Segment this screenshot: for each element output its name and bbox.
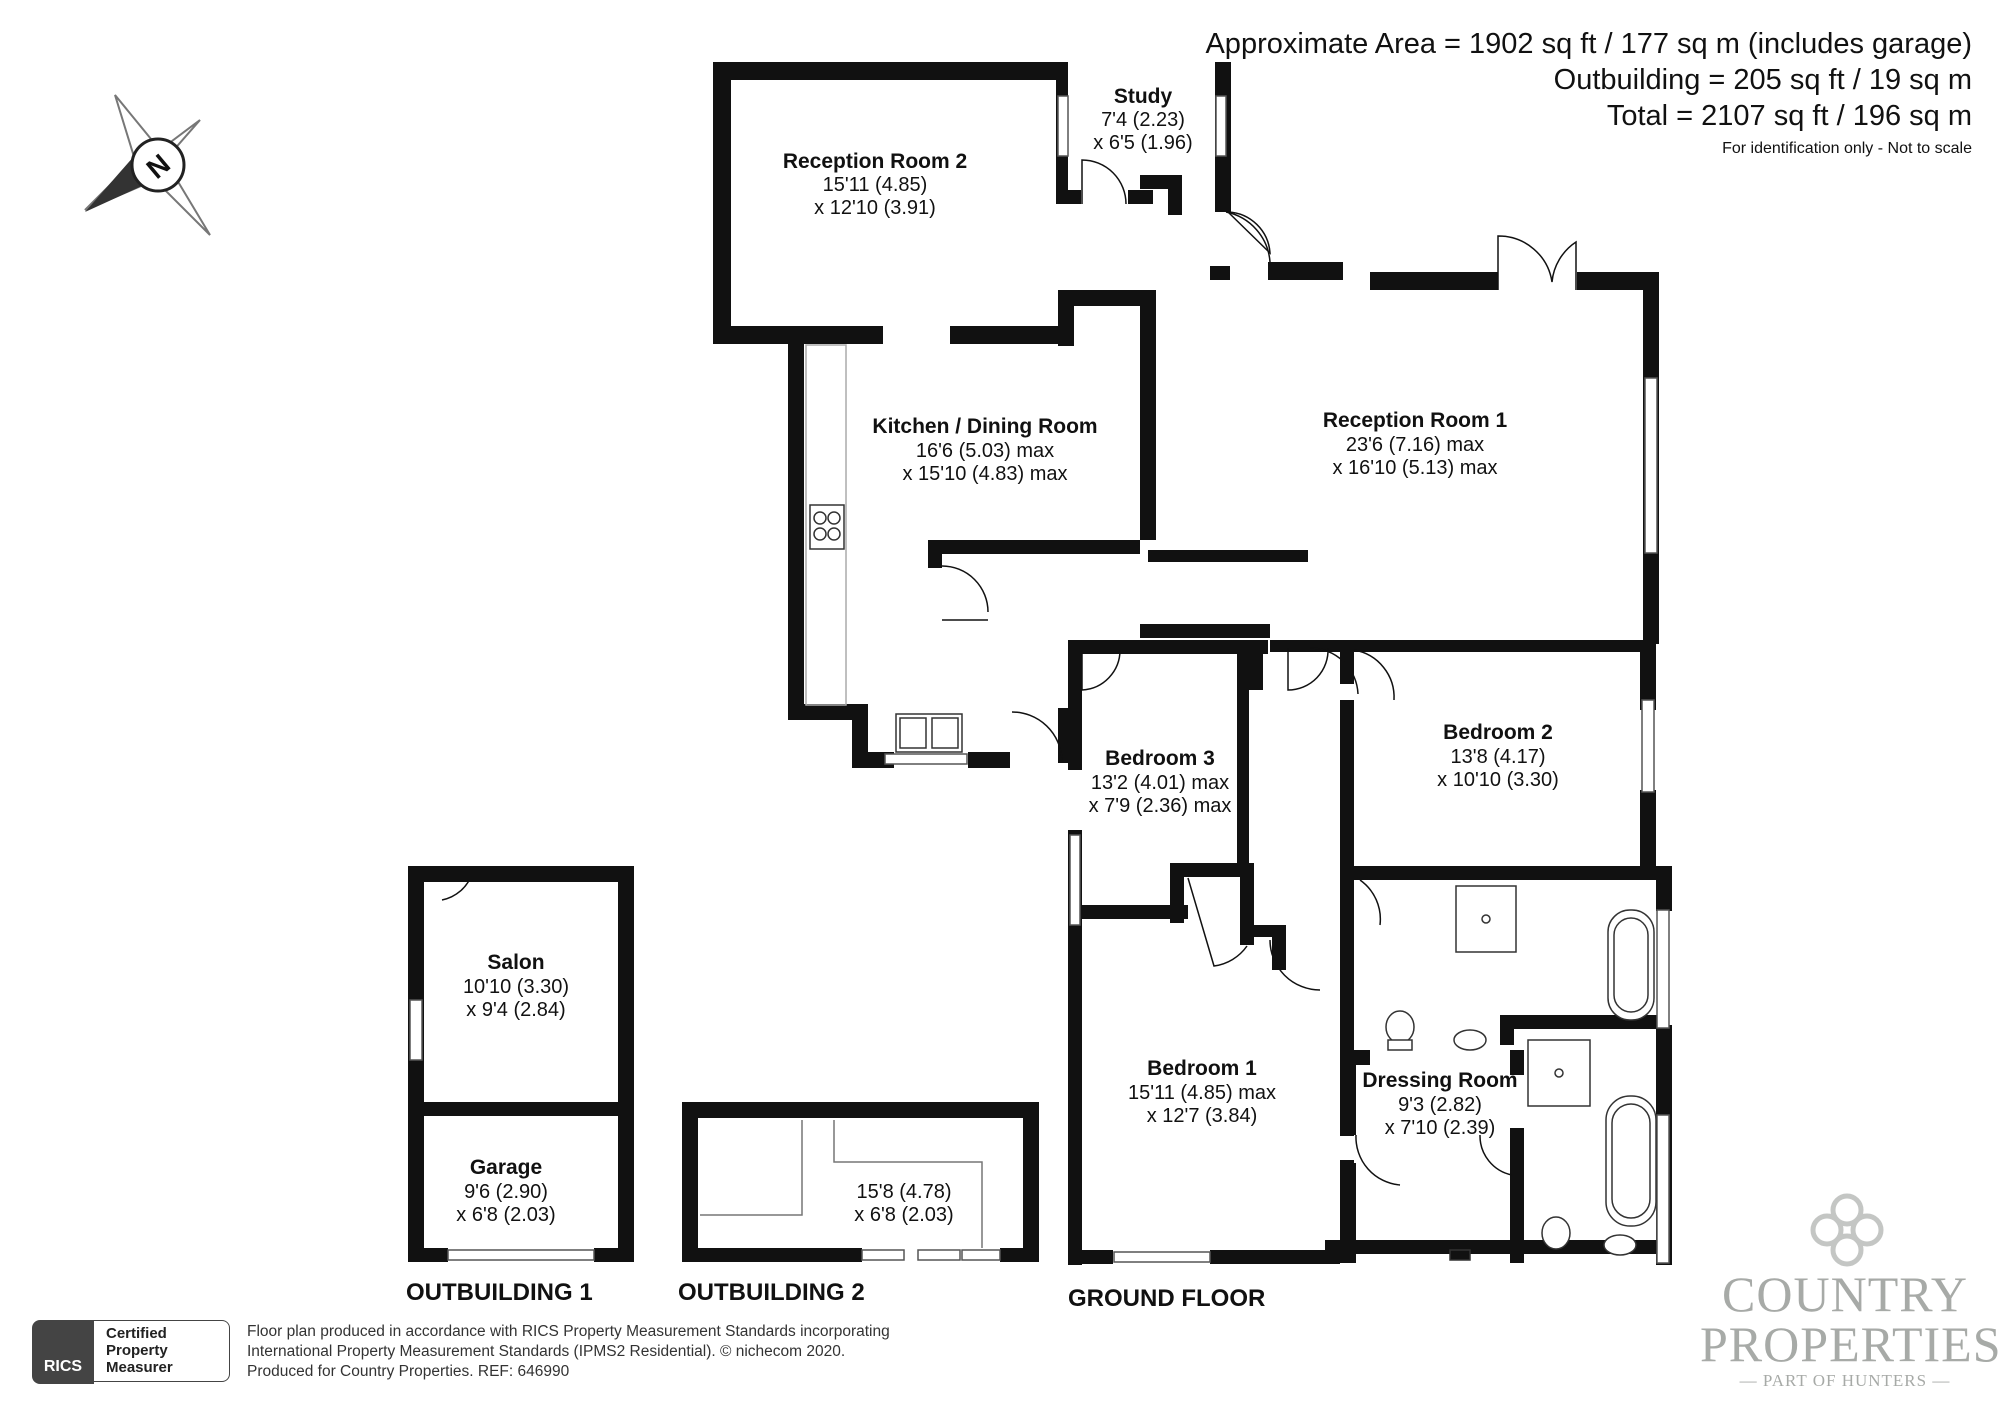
brand-line1: COUNTRY bbox=[1722, 1266, 1968, 1322]
shower-icon bbox=[1455, 885, 1517, 953]
rics-line2: Property bbox=[106, 1342, 168, 1359]
room-dim1-study: 7'4 (2.23) bbox=[1101, 109, 1185, 131]
room-name-garage: Garage bbox=[470, 1156, 542, 1179]
hob-icon bbox=[809, 504, 845, 550]
brand-emblem-icon bbox=[1810, 1193, 1884, 1267]
room-dim2-bedroom2: x 10'10 (3.30) bbox=[1437, 769, 1559, 791]
room-dim1-outbuilding2: 15'8 (4.78) bbox=[857, 1181, 952, 1203]
brand-line3: — PART OF HUNTERS — bbox=[1739, 1371, 1951, 1390]
room-dim2-bedroom3: x 7'9 (2.36) max bbox=[1089, 795, 1232, 817]
outbuilding2-label: OUTBUILDING 2 bbox=[678, 1279, 865, 1306]
room-dim1-reception1: 23'6 (7.16) max bbox=[1346, 434, 1484, 456]
footer-note: Floor plan produced in accordance with R… bbox=[247, 1322, 890, 1382]
doors bbox=[441, 159, 1577, 1186]
room-name-salon: Salon bbox=[487, 951, 544, 974]
room-name-bedroom2: Bedroom 2 bbox=[1443, 721, 1553, 744]
rics-text: Certified Property Measurer bbox=[94, 1320, 230, 1382]
rics-line1: Certified bbox=[106, 1325, 167, 1342]
toilet-icon-2 bbox=[1541, 1216, 1571, 1250]
rics-certified-badge: RICS Certified Property Measurer bbox=[32, 1320, 232, 1384]
basin-icon-1 bbox=[1453, 1029, 1487, 1051]
windows bbox=[884, 95, 1670, 1264]
room-dim1-dressing: 9'3 (2.82) bbox=[1398, 1094, 1482, 1116]
room-name-kitchen: Kitchen / Dining Room bbox=[872, 415, 1097, 438]
footer-line1: Floor plan produced in accordance with R… bbox=[247, 1323, 890, 1340]
brand-logo: COUNTRY PROPERTIES — PART OF HUNTERS — bbox=[1700, 1185, 2000, 1395]
basin-icon-2 bbox=[1603, 1234, 1637, 1256]
outbuilding1-label: OUTBUILDING 1 bbox=[406, 1279, 593, 1306]
room-dim1-bedroom2: 13'8 (4.17) bbox=[1451, 746, 1546, 768]
fixtures bbox=[805, 344, 1657, 1261]
total-area-text: Total = 2107 sq ft / 196 sq m bbox=[1606, 100, 1972, 132]
room-name-bedroom1: Bedroom 1 bbox=[1147, 1057, 1257, 1080]
scale-disclaimer: For identification only - Not to scale bbox=[1722, 140, 1972, 157]
brand-line2: PROPERTIES bbox=[1700, 1316, 2000, 1372]
rics-logo-label: RICS bbox=[43, 1358, 83, 1375]
rics-line3: Measurer bbox=[106, 1359, 173, 1376]
room-dim2-kitchen: x 15'10 (4.83) max bbox=[902, 463, 1067, 485]
toilet-icon-1 bbox=[1385, 1010, 1415, 1044]
salon-window bbox=[409, 999, 423, 1061]
room-dim2-reception2: x 12'10 (3.91) bbox=[814, 197, 936, 219]
outbuilding2-walls bbox=[682, 1102, 1039, 1262]
room-name-reception2: Reception Room 2 bbox=[783, 150, 967, 173]
approximate-area-text: Approximate Area = 1902 sq ft / 177 sq m… bbox=[1205, 28, 1972, 60]
ground-floor-label: GROUND FLOOR bbox=[1068, 1285, 1265, 1312]
room-dim1-bedroom1: 15'11 (4.85) max bbox=[1128, 1082, 1276, 1104]
room-name-reception1: Reception Room 1 bbox=[1323, 409, 1508, 432]
room-name-bedroom3: Bedroom 3 bbox=[1105, 747, 1215, 770]
rics-logo-icon: RICS bbox=[32, 1320, 94, 1384]
compass-icon: N bbox=[84, 94, 211, 236]
footer-line2: International Property Measurement Stand… bbox=[247, 1343, 846, 1360]
room-dim1-reception2: 15'11 (4.85) bbox=[823, 174, 928, 196]
outbuilding1-walls bbox=[408, 866, 634, 1262]
room-dim1-kitchen: 16'6 (5.03) max bbox=[916, 440, 1054, 462]
room-dim2-study: x 6'5 (1.96) bbox=[1093, 132, 1192, 154]
garage-door bbox=[447, 1249, 595, 1261]
room-dim2-bedroom1: x 12'7 (3.84) bbox=[1147, 1105, 1258, 1127]
room-dim1-garage: 9'6 (2.90) bbox=[464, 1181, 548, 1203]
footer-line3: Produced for Country Properties. REF: 64… bbox=[247, 1363, 570, 1380]
room-dim2-outbuilding2: x 6'8 (2.03) bbox=[854, 1204, 953, 1226]
room-dim1-bedroom3: 13'2 (4.01) max bbox=[1091, 772, 1229, 794]
room-dim2-garage: x 6'8 (2.03) bbox=[456, 1204, 555, 1226]
room-dim2-salon: x 9'4 (2.84) bbox=[466, 999, 565, 1021]
room-name-study: Study bbox=[1114, 85, 1173, 108]
room-dim1-salon: 10'10 (3.30) bbox=[463, 976, 569, 998]
room-dim2-dressing: x 7'10 (2.39) bbox=[1385, 1117, 1496, 1139]
room-dim2-reception1: x 16'10 (5.13) max bbox=[1332, 457, 1497, 479]
room-name-dressing: Dressing Room bbox=[1362, 1069, 1517, 1092]
outbuilding-area-text: Outbuilding = 205 sq ft / 19 sq m bbox=[1553, 64, 1972, 96]
